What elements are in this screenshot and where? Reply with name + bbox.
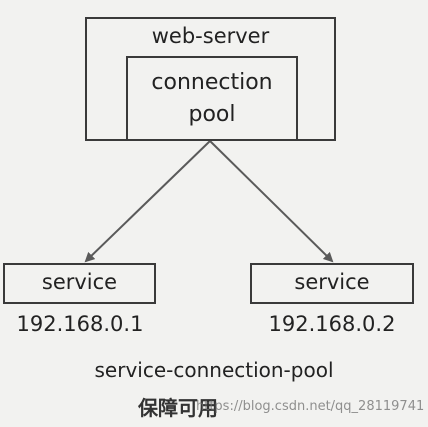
service-label-1: service — [41, 270, 118, 294]
service-ip-2: 192.168.0.2 — [268, 312, 396, 336]
connection-pool-box — [126, 56, 298, 141]
service-box-2 — [250, 263, 414, 304]
diagram-caption: service-connection-pool — [94, 358, 334, 382]
service-ip-1: 192.168.0.1 — [16, 312, 144, 336]
arrow-to-service-2 — [209, 140, 334, 263]
service-label-2: service — [294, 270, 370, 294]
web-server-label: web-server — [151, 24, 270, 48]
connection-pool-label-line2: pool — [188, 102, 236, 127]
diagram-subcaption: 保障可用 — [138, 396, 218, 420]
service-box-1 — [3, 263, 156, 304]
connection-pool-label-line1: connection — [151, 70, 273, 95]
arrow-to-service-1 — [84, 140, 211, 263]
watermark: https://blog.csdn.net/qq_28119741 — [196, 399, 425, 414]
